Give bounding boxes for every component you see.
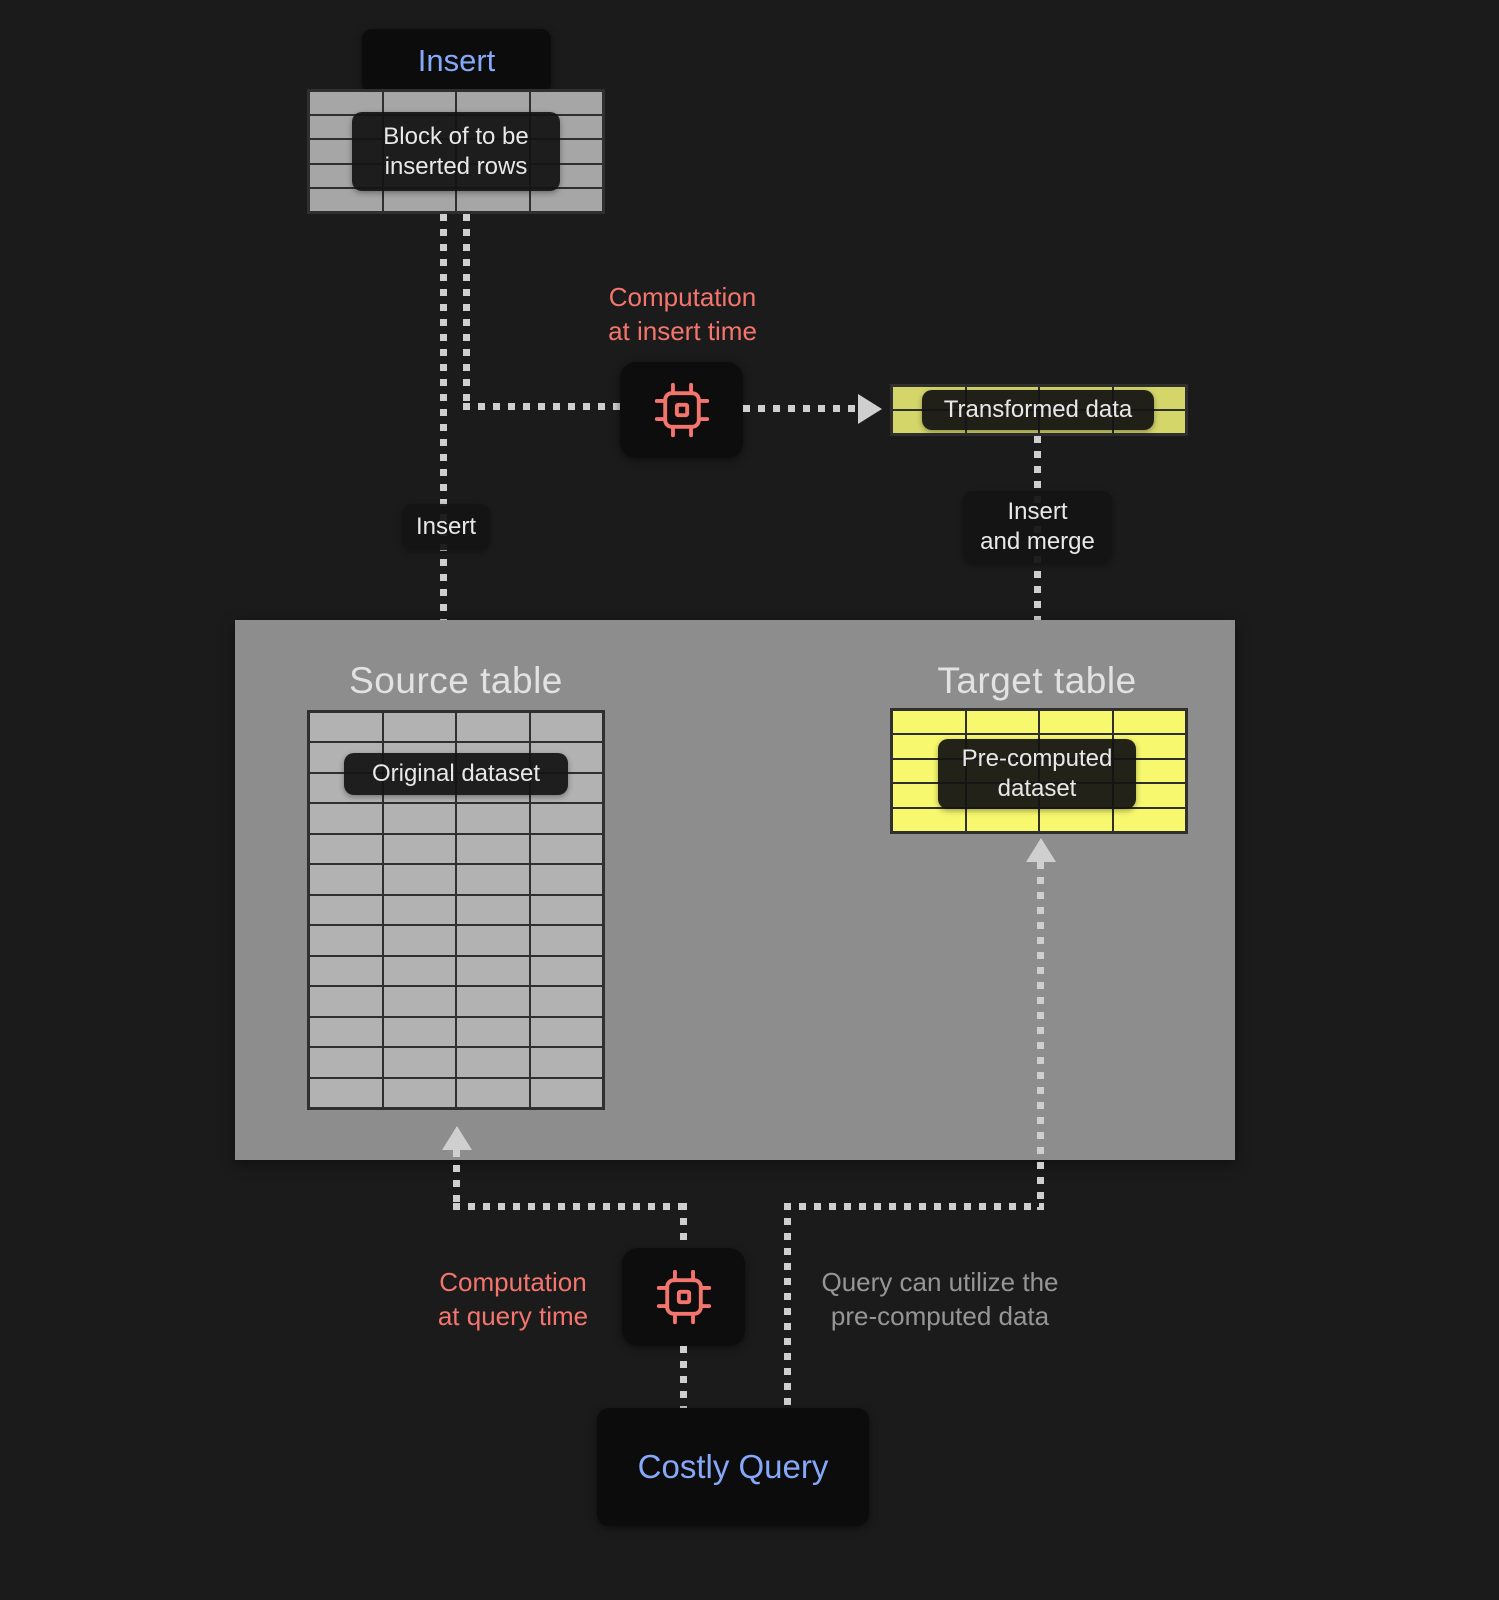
- table-cell: [456, 864, 530, 895]
- edge-chip-to-transformed: [743, 405, 861, 412]
- cpu-icon: [651, 379, 713, 441]
- table-cell: [456, 925, 530, 956]
- table-cell: [382, 1047, 456, 1078]
- table-cell: [382, 955, 456, 987]
- insert-computation-chip: [620, 362, 743, 458]
- table-cell: [529, 986, 603, 1017]
- table-cell: [456, 1047, 530, 1078]
- table-cell: [529, 1047, 603, 1078]
- table-cell: [382, 1016, 456, 1048]
- edge-insert-to-source: [440, 214, 447, 622]
- table-cell: [309, 925, 383, 956]
- edge-query-to-source-horizontal: [453, 1203, 687, 1210]
- query-note-label: Query can utilize the pre-computed data: [821, 1267, 1059, 1331]
- costly-query-label: Costly Query: [637, 1448, 829, 1485]
- transformed-data-label: Transformed data: [922, 390, 1154, 430]
- edge-query-to-source-vertical: [453, 1150, 460, 1210]
- insert-edge-label: Insert: [415, 513, 477, 540]
- table-cell: [382, 833, 456, 865]
- table-cell: [309, 986, 383, 1017]
- table-cell: [529, 803, 603, 834]
- precomputed-dataset-label: Pre-computed dataset: [938, 739, 1136, 809]
- computation-query-label: Computation at query time: [437, 1267, 589, 1331]
- table-cell: [529, 1077, 603, 1108]
- table-cell: [382, 1077, 456, 1108]
- table-cell: [529, 864, 603, 895]
- query-computation-chip: [622, 1248, 745, 1346]
- insert-and-merge-badge: Insert and merge: [963, 491, 1112, 563]
- table-cell: [456, 833, 530, 865]
- costly-query-badge: Costly Query: [597, 1408, 869, 1526]
- table-cell: [309, 894, 383, 926]
- computation-insert-label: Computation at insert time: [608, 282, 757, 346]
- table-cell: [892, 710, 966, 735]
- table-cell: [382, 864, 456, 895]
- table-cell: [1112, 710, 1186, 735]
- table-cell: [309, 803, 383, 834]
- table-cell: [309, 712, 383, 743]
- table-cell: [309, 955, 383, 987]
- insert-title-badge: Insert: [362, 29, 551, 93]
- original-dataset-label: Original dataset: [344, 753, 568, 795]
- table-cell: [456, 187, 530, 212]
- table-cell: [892, 807, 966, 832]
- table-cell: [309, 1077, 383, 1108]
- insert-and-merge-label: Insert and merge: [980, 498, 1095, 555]
- table-cell: [456, 894, 530, 926]
- arrowhead-into-target-table: [1026, 838, 1056, 862]
- table-cell: [309, 833, 383, 865]
- inserted-rows-label-text: Block of to be inserted rows: [383, 122, 529, 180]
- table-cell: [1039, 710, 1113, 735]
- table-cell: [382, 986, 456, 1017]
- source-table-title: Source table: [349, 660, 563, 701]
- table-cell: [529, 91, 603, 116]
- cpu-icon: [653, 1266, 715, 1328]
- table-cell: [456, 1077, 530, 1108]
- table-cell: [456, 955, 530, 987]
- table-cell: [1112, 807, 1186, 832]
- edge-query-right-vertical: [784, 1203, 791, 1410]
- insert-edge-badge: Insert: [402, 504, 490, 550]
- table-cell: [456, 986, 530, 1017]
- table-cell: [382, 894, 456, 926]
- table-cell: [529, 894, 603, 926]
- table-cell: [382, 712, 456, 743]
- table-cell: [529, 833, 603, 865]
- edge-chip2-top: [680, 1203, 687, 1248]
- table-cell: [1039, 807, 1113, 832]
- arrowhead-into-source-table: [442, 1126, 472, 1150]
- table-cell: [309, 1047, 383, 1078]
- edge-chip2-bottom: [680, 1346, 687, 1410]
- transformed-data-label-text: Transformed data: [943, 396, 1133, 423]
- edge-insert-to-chip-vertical: [463, 214, 470, 410]
- edge-query-to-target-horizontal: [784, 1203, 1044, 1210]
- table-cell: [309, 864, 383, 895]
- table-cell: [309, 187, 383, 212]
- arrowhead-into-transformed: [858, 394, 882, 424]
- target-table-title: Target table: [937, 660, 1137, 701]
- table-cell: [529, 187, 603, 212]
- table-cell: [382, 925, 456, 956]
- table-cell: [382, 187, 456, 212]
- table-cell: [309, 1016, 383, 1048]
- table-cell: [965, 807, 1039, 832]
- table-cell: [382, 803, 456, 834]
- inserted-rows-label: Block of to be inserted rows: [352, 112, 560, 191]
- table-cell: [529, 712, 603, 743]
- original-dataset-label-text: Original dataset: [371, 760, 541, 787]
- table-cell: [309, 91, 383, 116]
- table-cell: [456, 712, 530, 743]
- insert-title-label: Insert: [417, 43, 496, 78]
- precomputed-dataset-label-text: Pre-computed dataset: [961, 745, 1113, 802]
- table-cell: [529, 1016, 603, 1048]
- table-cell: [529, 925, 603, 956]
- table-cell: [456, 1016, 530, 1048]
- table-cell: [456, 803, 530, 834]
- table-cell: [965, 710, 1039, 735]
- edge-insert-to-chip-horizontal: [463, 403, 620, 410]
- table-cell: [529, 955, 603, 987]
- edge-query-to-target-vertical: [1037, 862, 1044, 1210]
